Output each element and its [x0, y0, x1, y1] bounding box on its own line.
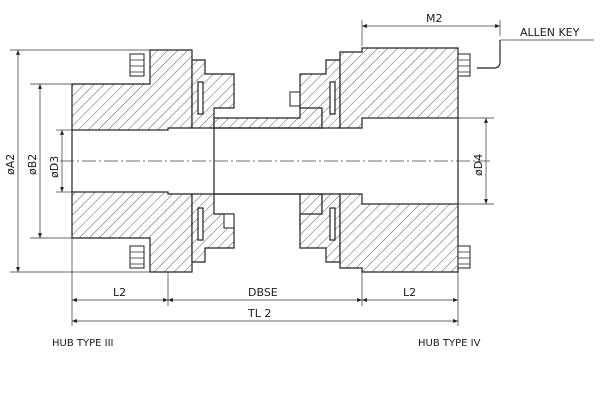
d3-label: øD3 [48, 156, 61, 178]
hub-type-iv-caption: HUB TYPE IV [418, 338, 481, 349]
allen-key: ALLEN KEY [477, 26, 594, 69]
b2-label: øB2 [26, 154, 39, 175]
hub-type-iii-caption: HUB TYPE III [52, 338, 113, 349]
tl2-label: TL 2 [247, 307, 271, 320]
spacer-bolt [223, 213, 235, 229]
a2-label: øA2 [4, 154, 17, 175]
disc-pack [197, 81, 204, 115]
bolt-head [457, 245, 471, 269]
dim-lengths: L2 DBSE L2 TL 2 [71, 238, 459, 326]
dim-b2: øB2 [26, 83, 72, 239]
bolt-head [129, 245, 145, 269]
d4-label: øD4 [472, 154, 485, 176]
l2-left-label: L2 [113, 286, 126, 299]
right-adapter [299, 59, 341, 263]
dim-d3: øD3 [48, 129, 72, 193]
allen-key-label: ALLEN KEY [520, 26, 580, 39]
disc-pack [197, 207, 204, 241]
left-adapter [191, 59, 235, 263]
m2-label: M2 [426, 12, 443, 25]
dbse-label: DBSE [248, 286, 278, 299]
spacer-bolt [289, 91, 301, 107]
l2-right-label: L2 [403, 286, 416, 299]
hub-type-iv [339, 47, 471, 273]
disc-pack [329, 207, 336, 241]
bolt-head [129, 53, 145, 77]
disc-pack [329, 81, 336, 115]
dim-m2: M2 [361, 12, 501, 46]
bolt-head [457, 53, 471, 77]
dim-d4: øD4 [458, 117, 494, 205]
dim-a2: øA2 [4, 49, 150, 273]
